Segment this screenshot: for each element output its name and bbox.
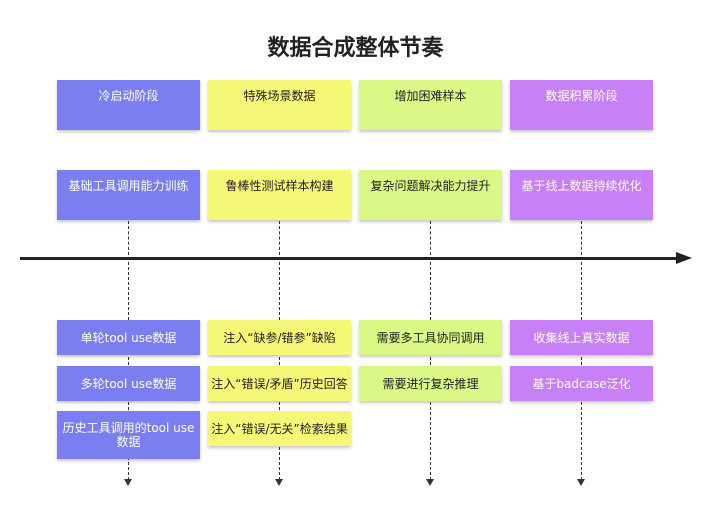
- phase-card-3: 增加困难样本: [359, 80, 502, 130]
- item-card-2-1: 注入“缺参/错参”缺陷: [208, 320, 351, 355]
- connector-col3-arrow: [426, 479, 434, 486]
- goal-card-3: 复杂问题解决能力提升: [359, 170, 502, 220]
- phase-card-2: 特殊场景数据: [208, 80, 351, 130]
- item-card-1-2: 多轮tool use数据: [57, 366, 200, 401]
- diagram-title: 数据合成整体节奏: [267, 36, 444, 61]
- connector-col1-arrow: [124, 479, 132, 486]
- connector-col2-upper: [279, 221, 280, 255]
- item-card-1-3: 历史工具调用的tool use数据: [57, 411, 200, 459]
- item-card-3-1: 需要多工具协同调用: [359, 320, 502, 355]
- item-card-2-2: 注入“错误/矛盾”历史回答: [208, 366, 351, 401]
- item-card-4-2: 基于badcase泛化: [510, 366, 653, 401]
- connector-col3-upper: [430, 221, 431, 255]
- phase-card-1: 冷启动阶段: [57, 80, 200, 130]
- item-card-4-1: 收集线上真实数据: [510, 320, 653, 355]
- goal-card-1: 基础工具调用能力训练: [57, 170, 200, 220]
- goal-card-4: 基于线上数据持续优化: [510, 170, 653, 220]
- timeline-axis: [20, 257, 680, 260]
- item-card-3-2: 需要进行复杂推理: [359, 366, 502, 401]
- connector-col4-arrow: [577, 479, 585, 486]
- timeline-arrowhead: [676, 252, 692, 264]
- goal-card-2: 鲁棒性测试样本构建: [208, 170, 351, 220]
- connector-col1-upper: [128, 221, 129, 255]
- phase-card-4: 数据积累阶段: [510, 80, 653, 130]
- item-card-1-1: 单轮tool use数据: [57, 320, 200, 355]
- item-card-2-3: 注入“错误/无关”检索结果: [208, 411, 351, 446]
- connector-col2-arrow: [275, 479, 283, 486]
- connector-col4-upper: [581, 221, 582, 255]
